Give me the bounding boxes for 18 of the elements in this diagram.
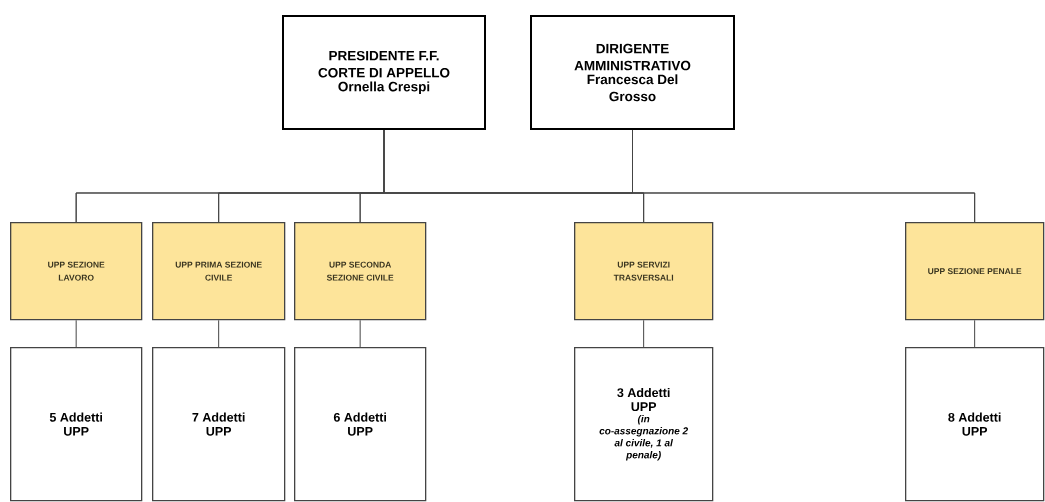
staff-box: 6 Addetti UPP — [294, 347, 427, 502]
connector-line — [632, 129, 976, 223]
staff-box: 3 Addetti UPP (in co-assegnazione 2 al civile, 1 al penale) — [574, 347, 714, 502]
section-box: UPP SECONDA SEZIONE CIVILE — [294, 222, 427, 321]
staff-box: 8 Addetti UPP — [905, 347, 1045, 502]
title-box: PRESIDENTE F.F. CORTE DI APPELLO Ornella Crespi — [282, 15, 486, 130]
section-box: UPP SEZIONE PENALE — [905, 222, 1045, 321]
section-box: UPP PRIMA SEZIONE CIVILE — [152, 222, 286, 321]
connector-line — [974, 319, 976, 348]
title-box: DIRIGENTE AMMINISTRATIVO Francesca Del Grosso — [530, 15, 735, 130]
section-box: UPP SERVIZI TRASVERSALI — [574, 222, 714, 321]
staff-box: 5 Addetti UPP — [10, 347, 143, 502]
connector-line — [75, 319, 77, 348]
section-box: UPP SEZIONE LAVORO — [10, 222, 143, 321]
connector-line — [643, 319, 645, 348]
connector-line — [359, 319, 361, 348]
staff-box: 7 Addetti UPP — [152, 347, 286, 502]
connector-line — [218, 319, 220, 348]
